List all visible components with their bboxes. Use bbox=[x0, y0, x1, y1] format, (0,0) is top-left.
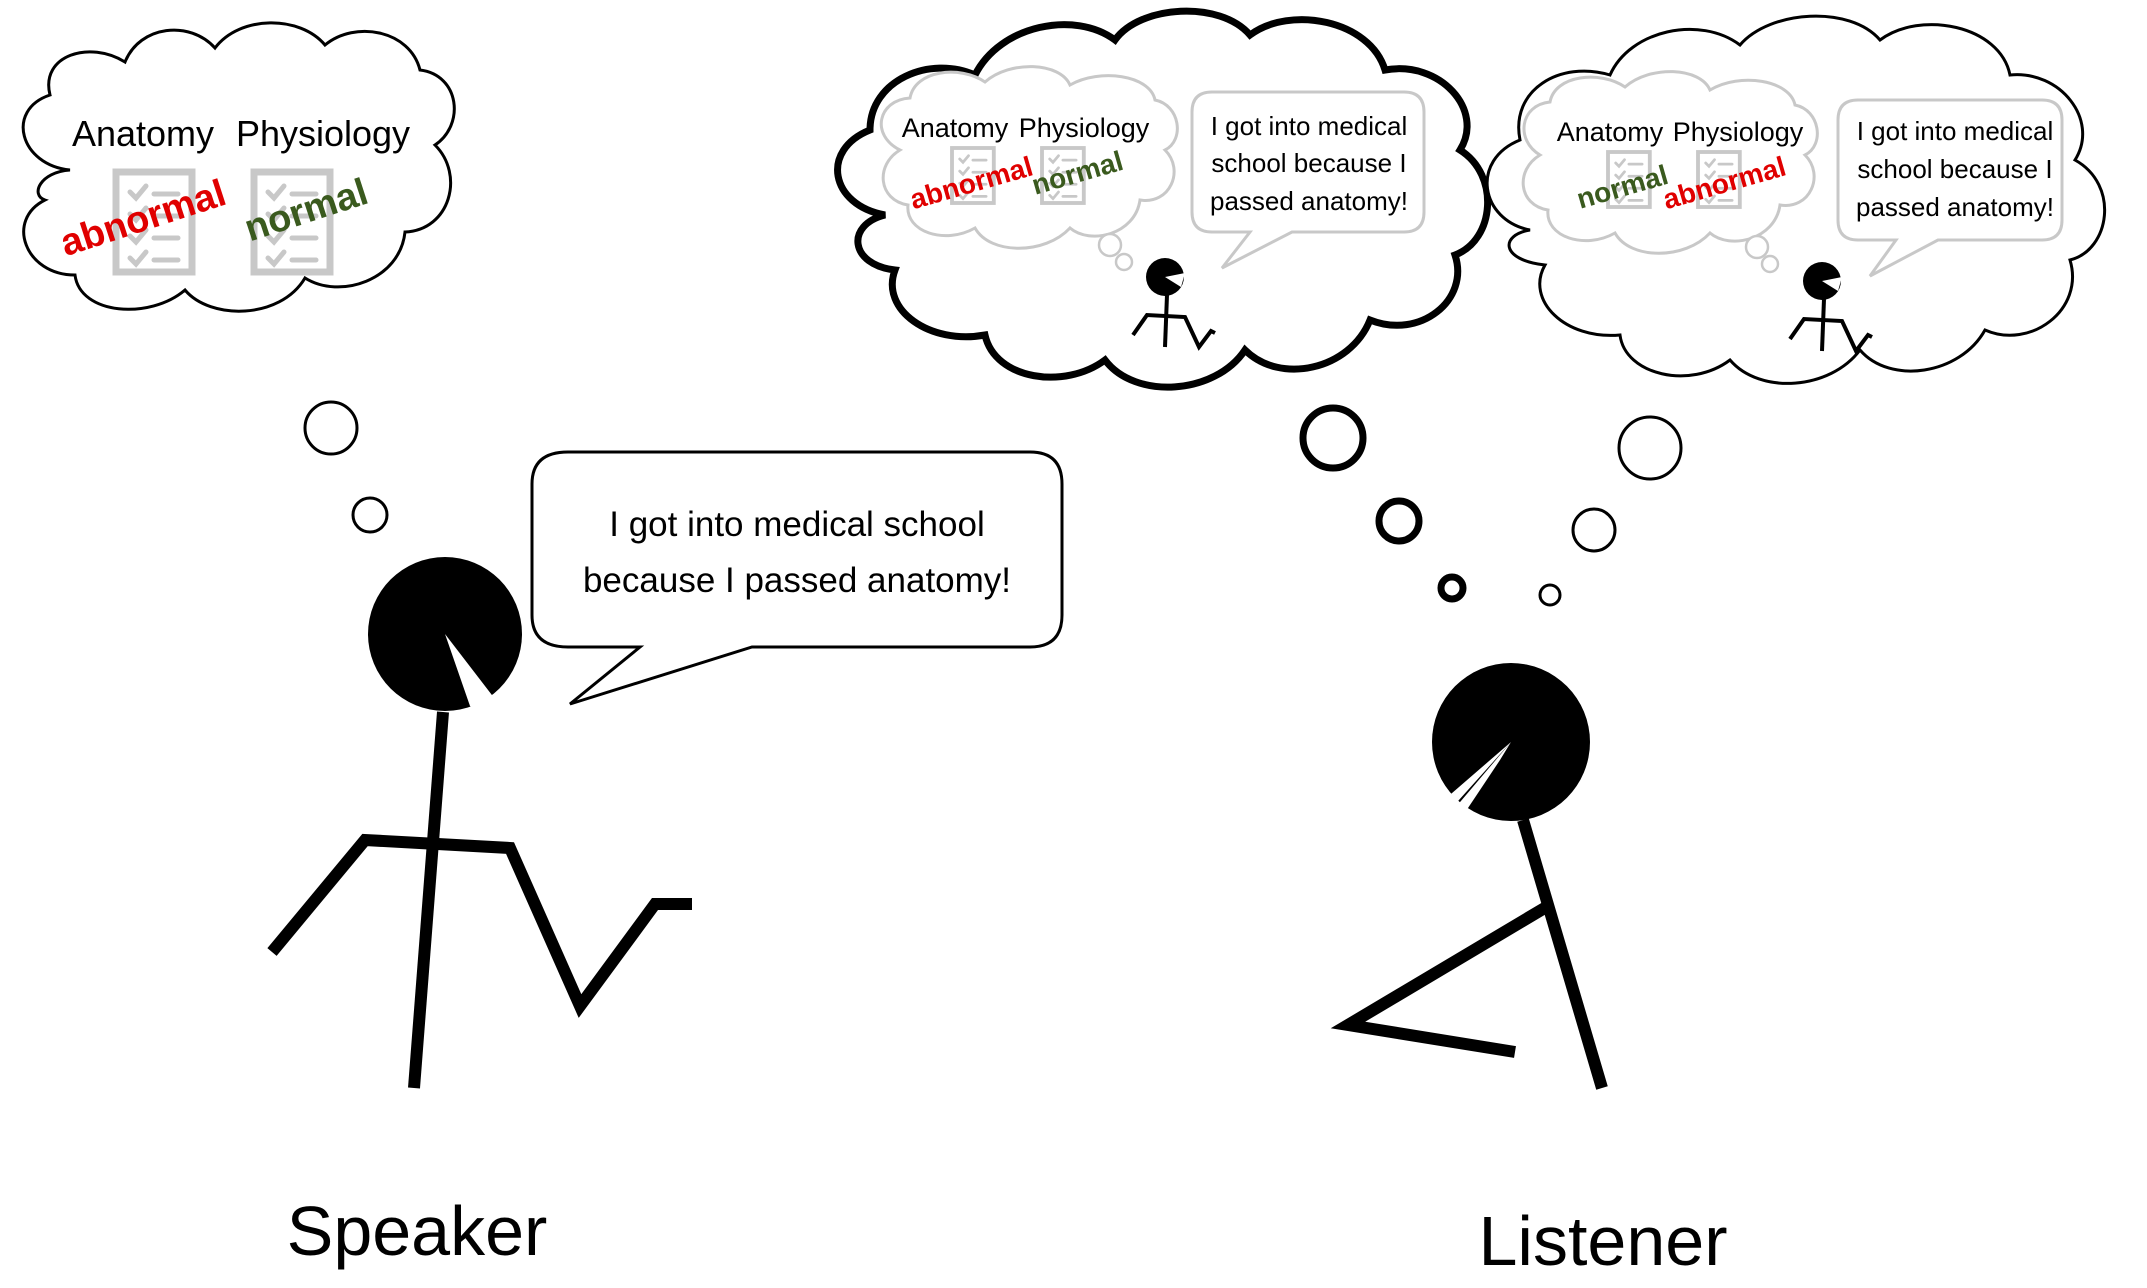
listener-mouth bbox=[1455, 742, 1511, 808]
physiology-label: Physiology bbox=[1673, 117, 1804, 147]
speaker-mouth bbox=[445, 634, 534, 752]
listener-thought-a-content: Anatomy Physiology abnormal normal I got… bbox=[902, 90, 1426, 349]
speaker-body bbox=[408, 711, 449, 1089]
listener-thought-dots-b bbox=[1538, 415, 1683, 607]
speech-line-1: I got into medical bbox=[1211, 111, 1408, 141]
listener-label: Listener bbox=[1478, 1202, 1727, 1280]
listener-body bbox=[1517, 818, 1608, 1090]
physiology-label: Physiology bbox=[236, 113, 410, 154]
speaker-arms bbox=[267, 833, 692, 1018]
speaker-label: Speaker bbox=[287, 1192, 548, 1270]
listener-legs bbox=[1330, 900, 1552, 1058]
speaker-thought-dots bbox=[303, 400, 413, 596]
speech-line-2: school because I bbox=[1857, 154, 2052, 184]
speech-line-1: I got into medical bbox=[1857, 116, 2054, 146]
speech-line-3: passed anatomy! bbox=[1856, 192, 2054, 222]
speaker-speech-bubble: I got into medical school because I pass… bbox=[530, 450, 1064, 706]
anatomy-label: Anatomy bbox=[72, 113, 214, 154]
speech-line-2: school because I bbox=[1211, 148, 1406, 178]
anatomy-label: Anatomy bbox=[902, 113, 1009, 143]
listener-thought-dots-a bbox=[1299, 404, 1467, 603]
physiology-label: Physiology bbox=[1019, 113, 1150, 143]
speech-line-3: passed anatomy! bbox=[1210, 186, 1408, 216]
speech-line-1: I got into medical school bbox=[609, 505, 984, 544]
speech-bubble bbox=[1190, 90, 1426, 270]
speaker-thought-cloud bbox=[21, 21, 456, 313]
listener-figure bbox=[1330, 663, 1608, 1090]
speech-line-2: because I passed anatomy! bbox=[583, 561, 1011, 600]
anatomy-label: Anatomy bbox=[1557, 117, 1664, 147]
speaker-figure bbox=[267, 557, 692, 1089]
speech-bubble bbox=[1836, 98, 2064, 278]
